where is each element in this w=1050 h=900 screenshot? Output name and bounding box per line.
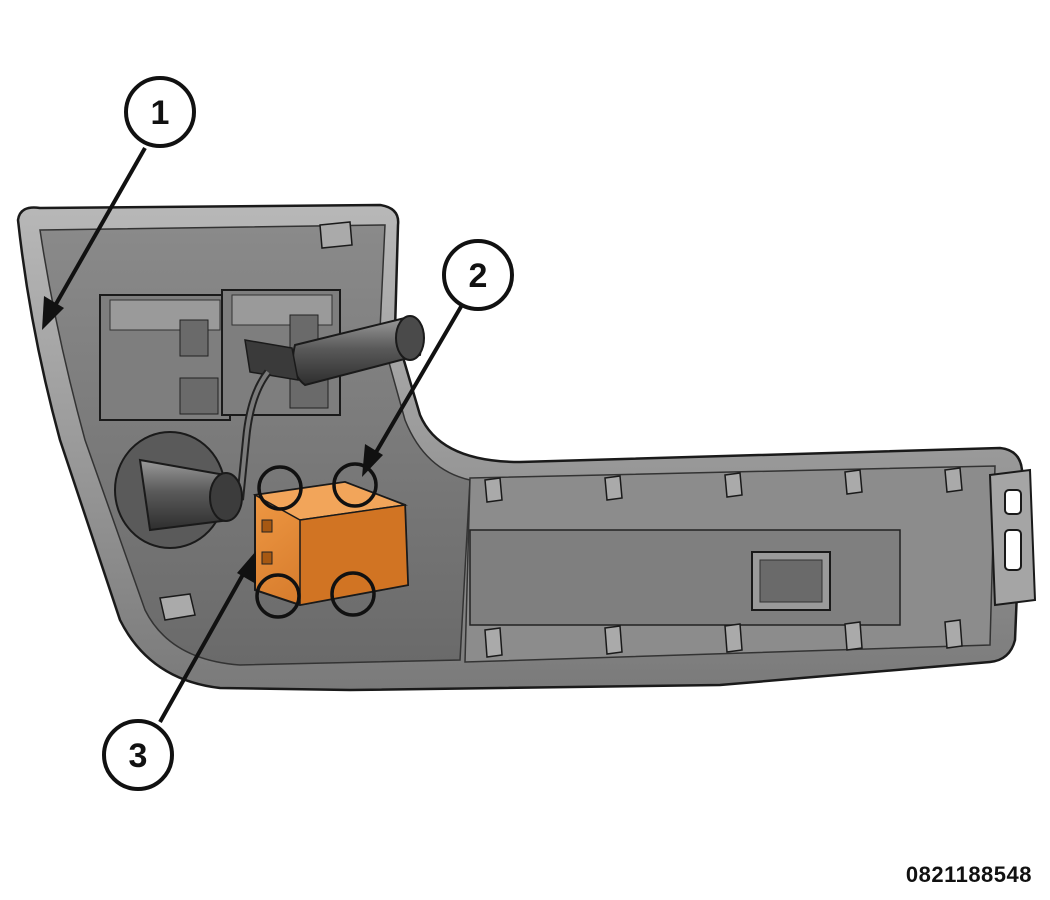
arrowhead-3 — [237, 551, 256, 584]
clip-circle-top-right — [332, 462, 378, 508]
clip-circle-top-left — [257, 465, 303, 511]
retaining-clips — [159, 221, 963, 658]
clip-highlight-circles — [255, 462, 378, 619]
clip-circle-bottom-right — [330, 571, 376, 617]
connector-block — [469, 529, 901, 626]
figure-id: 0821188548 — [905, 862, 1032, 887]
arrowhead-2 — [362, 444, 383, 477]
callout-1-label: 1 — [151, 94, 170, 132]
antenna-cylinder — [236, 315, 425, 501]
callout-1: 1 — [124, 76, 196, 148]
callout-2: 2 — [442, 239, 514, 311]
callout-2-label: 2 — [469, 257, 488, 295]
leader-lines — [42, 147, 464, 723]
clip-circle-bottom-left — [255, 573, 301, 619]
switch-block-left — [99, 294, 231, 421]
callout-3-label: 3 — [129, 737, 148, 775]
callout-3: 3 — [102, 719, 174, 791]
orange-module — [252, 480, 410, 607]
knob-cylinder — [114, 431, 243, 549]
arrowhead-1 — [42, 296, 64, 330]
